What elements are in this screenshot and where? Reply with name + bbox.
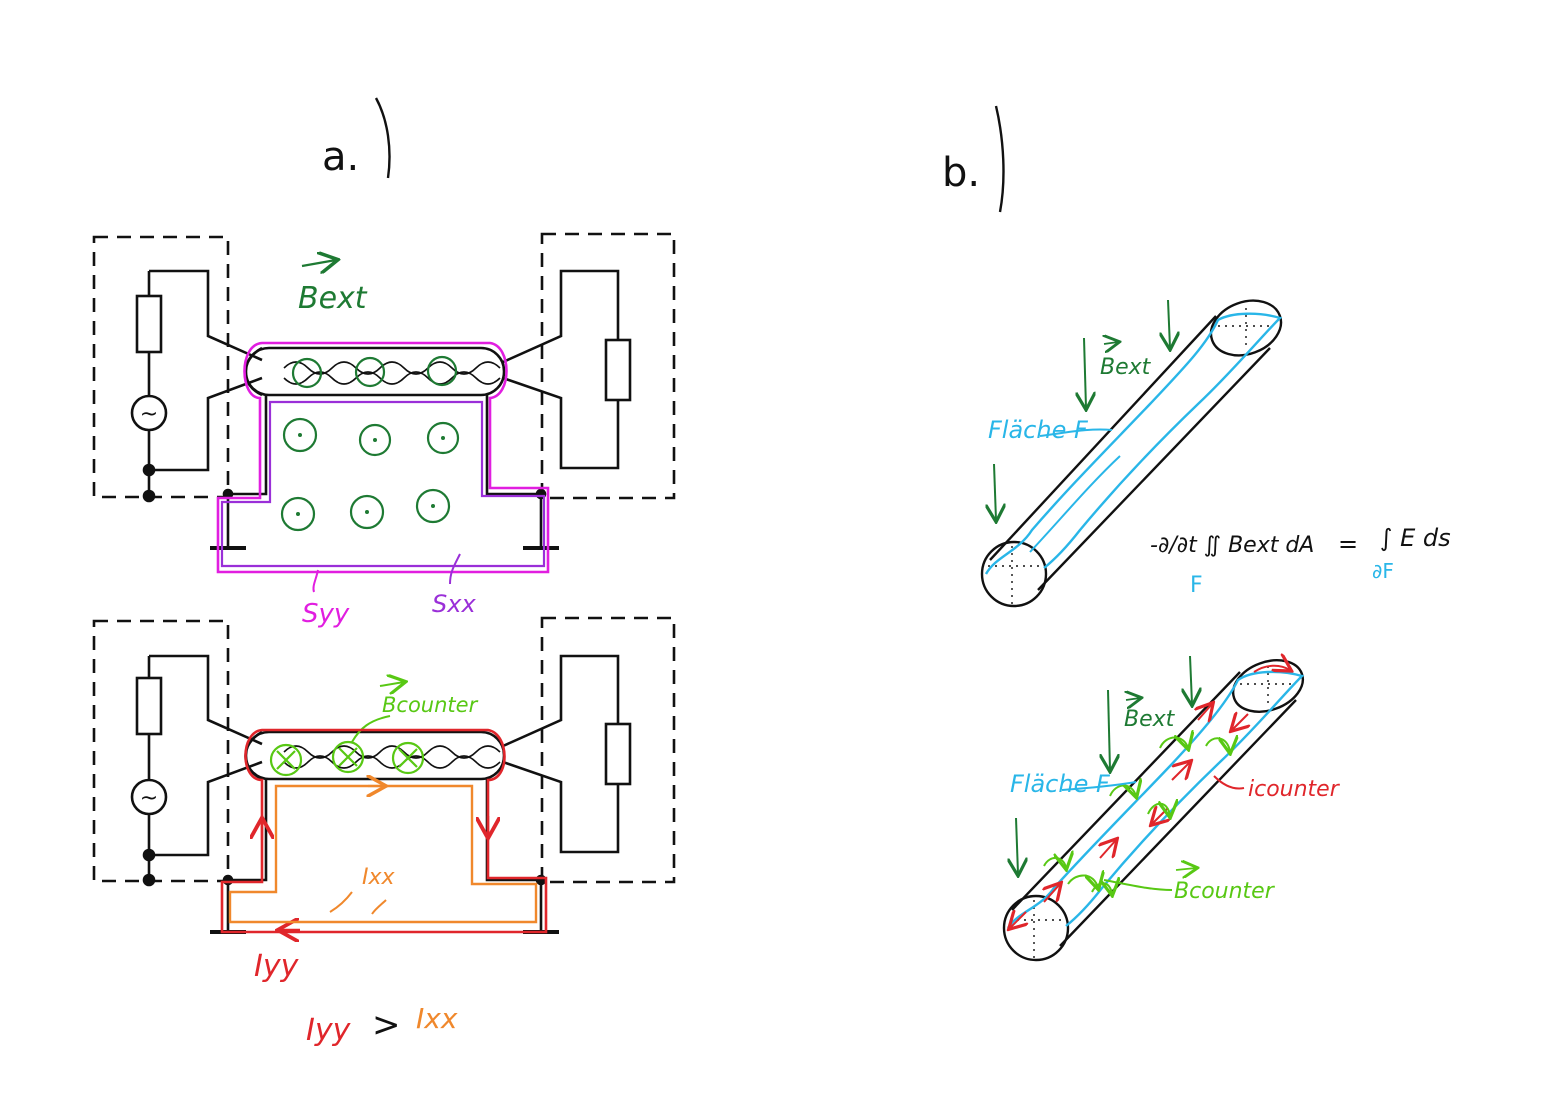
b-ext-label-b-bottom: Bext — [1124, 707, 1176, 732]
loop-ixx — [228, 784, 538, 924]
twisted-pair-bottom — [283, 745, 501, 759]
resistor-load-top — [604, 338, 632, 402]
circuit-top: ~ — [92, 232, 676, 550]
s-xx-label: Sxx — [432, 590, 476, 618]
formula-lhs-subscript: F — [1190, 573, 1203, 598]
surface-f-bottom — [1006, 670, 1305, 929]
cylinder-bottom-end-far — [1231, 659, 1305, 713]
loop-iyy — [220, 728, 548, 934]
ac-symbol-bottom: ~ — [140, 786, 158, 811]
b-ext-top-a: Bext — [298, 260, 368, 316]
source-box-bottom — [92, 619, 230, 883]
flaeche-label-bottom: Fläche F — [1010, 770, 1111, 798]
flux-markers-top — [280, 355, 460, 532]
b-ext-arrows-top-b — [994, 299, 1170, 520]
current-comparison: Iyy > Ixx — [306, 1002, 458, 1048]
induction-formula: -∂/∂t ∬ Bext dA = ∫ E ds F ∂F — [1150, 524, 1451, 598]
comparison-right: Ixx — [416, 1002, 458, 1035]
cylinder-bottom — [1002, 651, 1305, 962]
formula-eq: = — [1338, 530, 1358, 558]
flaeche-label-top: Fläche F — [988, 416, 1089, 444]
resistor-source-top — [135, 294, 163, 354]
ac-symbol-top: ~ — [140, 402, 158, 427]
source-box-top — [92, 235, 230, 499]
formula-rhs-subscript: ∂F — [1372, 559, 1394, 583]
b-counter-label-b: Bcounter — [1174, 879, 1276, 904]
formula-rhs: ∫ E ds — [1380, 524, 1451, 552]
comparison-left: Iyy — [306, 1013, 352, 1048]
surface-f-top — [984, 312, 1283, 575]
cylinder-top-end-near — [980, 540, 1048, 608]
resistor-load-bottom — [604, 722, 632, 786]
load-box-top — [540, 232, 676, 500]
part-b-label: b. — [942, 150, 980, 196]
i-xx-label: Ixx — [362, 865, 396, 890]
part-b-heading: b. — [942, 105, 1005, 213]
cylinder-bottom-end-near — [1002, 894, 1070, 962]
b-ext-arrows-bottom-b — [1016, 655, 1192, 874]
cylinder-top-end-far — [1209, 299, 1283, 357]
loop-sxx — [220, 400, 546, 568]
s-yy-label: Syy — [302, 599, 350, 629]
loop-syy — [216, 341, 550, 574]
b-counter-label-a: Bcounter — [382, 693, 479, 717]
resistor-source-bottom — [135, 676, 163, 736]
cylinder-top — [980, 299, 1283, 608]
b-ext-label-b-top: Bext — [1100, 355, 1152, 380]
b-ext-label-a: Bext — [298, 281, 368, 316]
i-counter-label: icounter — [1248, 777, 1341, 802]
b-counter-a: Bcounter — [269, 682, 479, 777]
part-a-heading: a. — [322, 97, 391, 180]
comparison-op: > — [372, 1005, 401, 1045]
part-a-label: a. — [322, 134, 359, 180]
formula-lhs: -∂/∂t ∬ Bext dA — [1150, 533, 1314, 558]
load-box-bottom — [540, 616, 676, 884]
i-yy-label: Iyy — [254, 949, 300, 984]
